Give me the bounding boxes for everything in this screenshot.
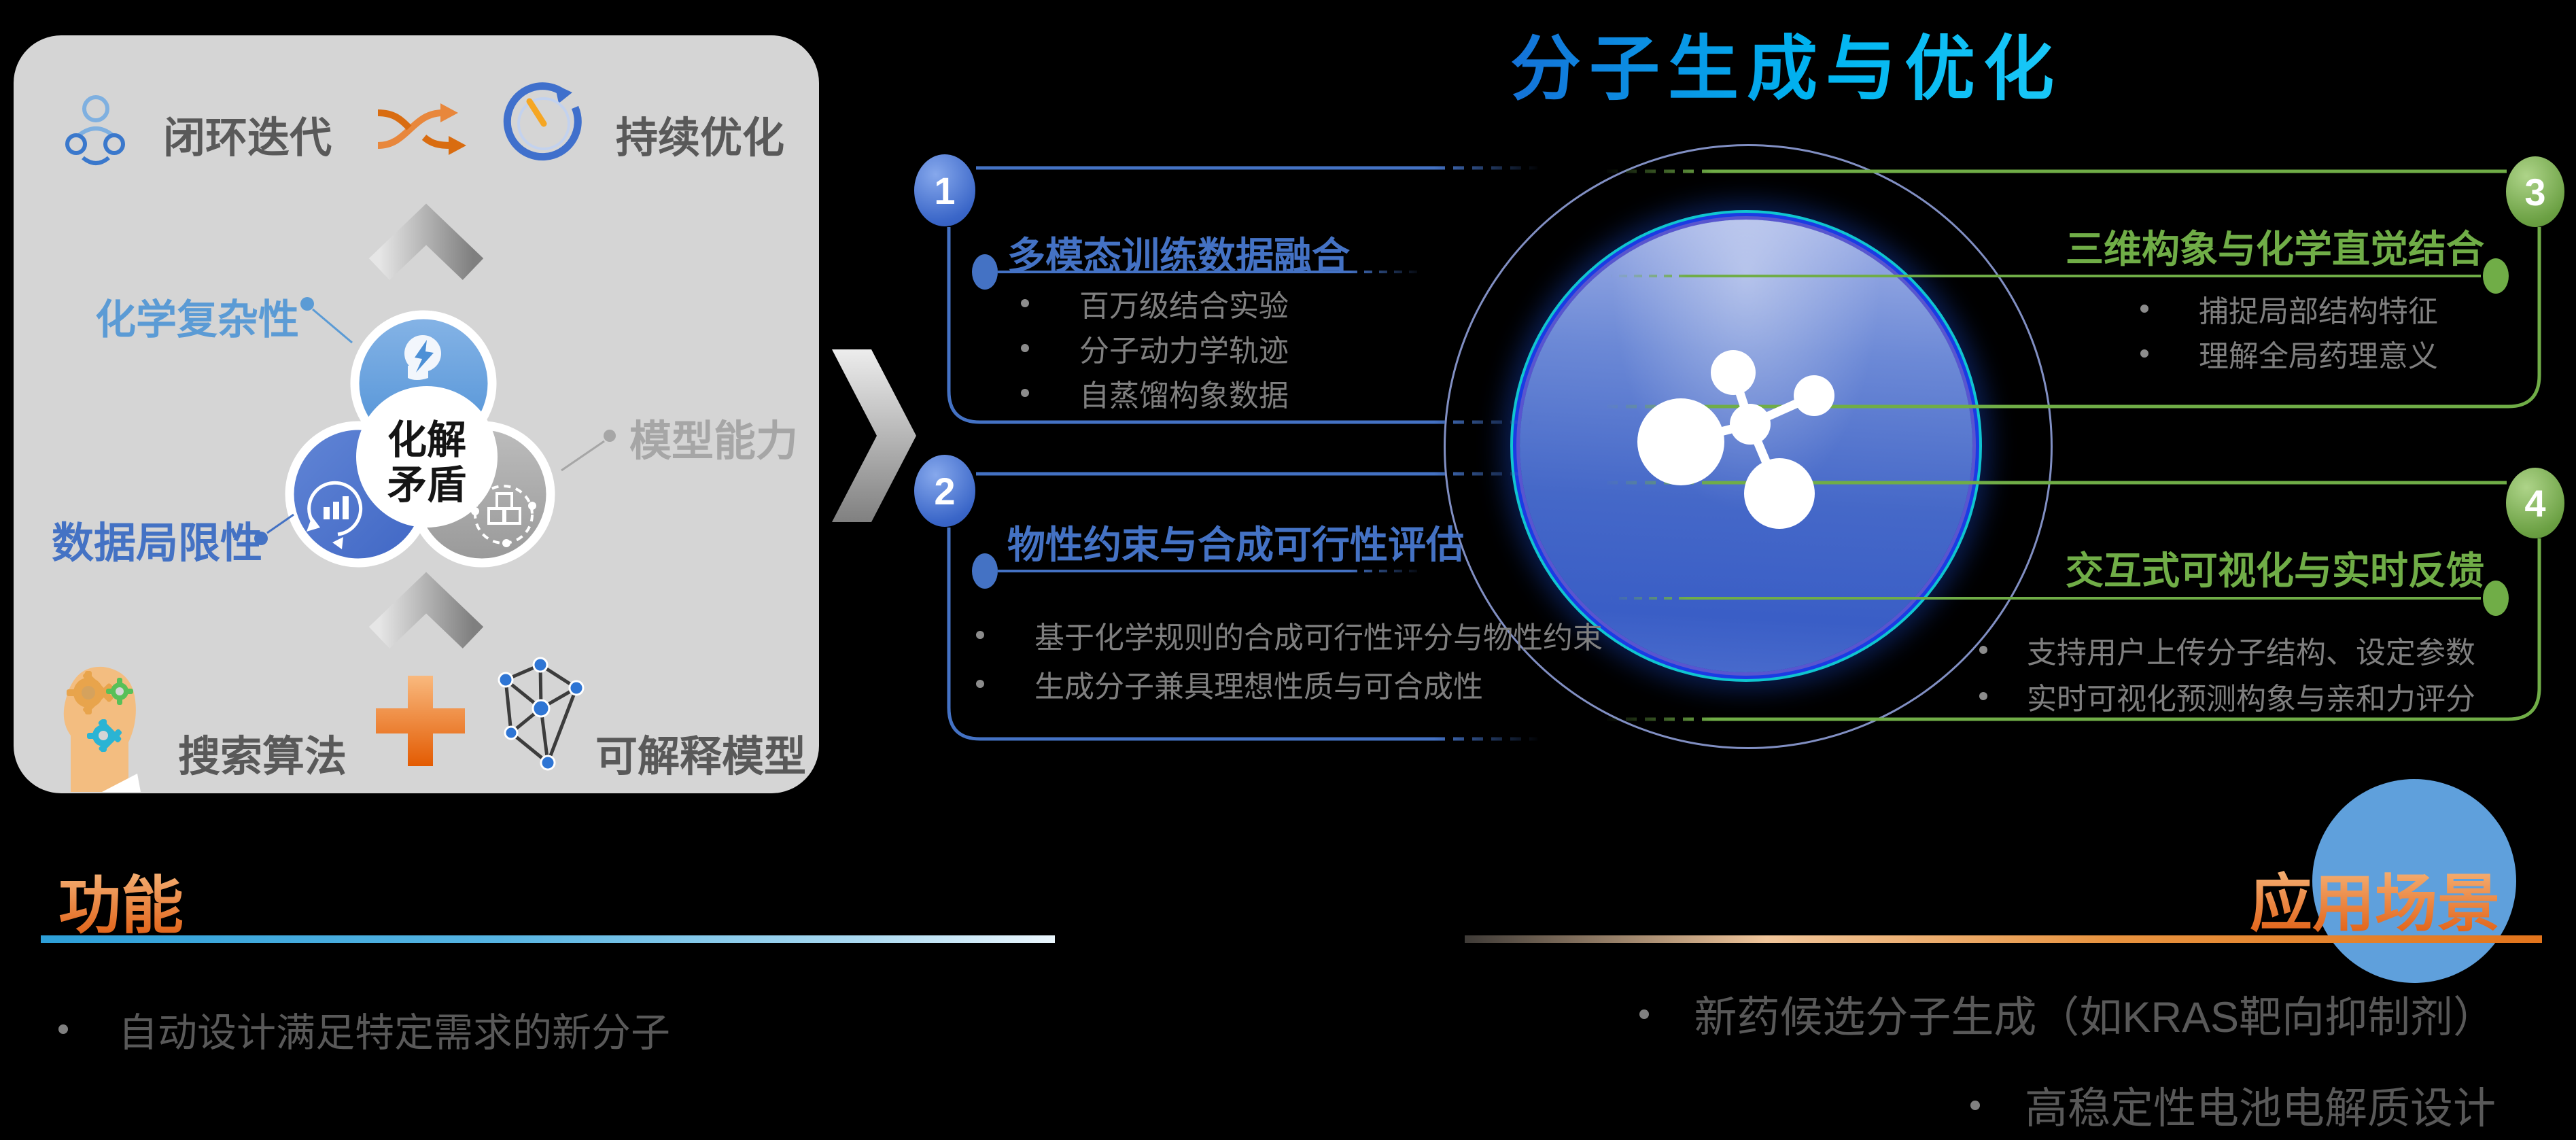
section-heading: 应用场景: [2250, 853, 2500, 944]
bottom-label-explainable: 可解释模型: [595, 733, 807, 780]
head-gears-icon: [63, 666, 141, 792]
venn-diagram: [285, 310, 555, 568]
brain-lightning-icon: [404, 335, 441, 380]
step-badge: 4: [2506, 468, 2564, 538]
bullet-dot-icon: [1021, 389, 1029, 397]
step4-connectors: [1607, 481, 2541, 721]
step-title: 物性约束与合成可行性评估: [1007, 523, 1464, 566]
data-cycle-icon: [307, 481, 363, 549]
feature-label-closed-loop: 闭环迭代: [163, 115, 332, 162]
challenge-data-label: 数据局限性: [52, 520, 263, 567]
step-title: 交互式可视化与实时反馈: [2066, 549, 2484, 592]
bullet-dot-icon: [976, 680, 984, 688]
bullet-text: 生成分子兼具理想性质与可合成性: [1034, 670, 1483, 704]
section-underline: [1465, 935, 2542, 943]
bullet-dot-icon: [2140, 305, 2148, 313]
bottom-label-search: 搜索算法: [178, 733, 347, 780]
cubes-icon: [471, 485, 536, 547]
bullet-text: 理解全局药理意义: [2199, 340, 2438, 373]
bullet-text: 捕捉局部结构特征: [2199, 295, 2438, 328]
bullet-dot-icon: [1970, 1100, 1980, 1110]
challenge-model-label: 模型能力: [629, 418, 799, 465]
challenge-chemical-label: 化学复杂性: [95, 297, 299, 343]
shuffle-icon: [377, 103, 466, 155]
chevron-up-icon: [368, 572, 484, 649]
chevron-right-icon: [832, 349, 916, 522]
page-title: 分子生成与优化: [1510, 11, 2062, 114]
bullet-dot-icon: [58, 1024, 68, 1034]
bullet-text: 新药候选分子生成（如KRAS靶向抑制剂）: [1694, 994, 2496, 1041]
section-heading: 功能: [58, 855, 184, 946]
venn-center-line2: 矛盾: [387, 463, 466, 507]
step2-connectors: [947, 472, 1537, 741]
bullet-dot-icon: [1979, 692, 1987, 700]
bullet-dot-icon: [1639, 1009, 1650, 1019]
label-connectors: [254, 297, 616, 545]
venn-center-line1: 化解: [387, 418, 466, 462]
bullet-text: 基于化学规则的合成可行性评分与物性约束: [1034, 621, 1603, 655]
step-badge: 2: [914, 455, 975, 527]
bullet-dot-icon: [2140, 349, 2148, 358]
bullet-dot-icon: [1979, 646, 1987, 654]
molecule-icon: [1637, 350, 1834, 529]
molecule-orbit-ring: [1444, 144, 2053, 749]
bullet-text: 自动设计满足特定需求的新分子: [118, 1011, 671, 1055]
timer-icon: [503, 82, 582, 161]
bullet-text: 自蒸馏构象数据: [1079, 379, 1289, 413]
step-badge: 3: [2506, 156, 2564, 227]
bullet-text: 实时可视化预测构象与亲和力评分: [2027, 683, 2475, 716]
chevron-up-icon: [368, 203, 484, 280]
people-network-icon: [65, 95, 125, 165]
graph-network-icon: [498, 657, 585, 771]
feature-label-optimize: 持续优化: [616, 115, 785, 162]
step-title: 三维构象与化学直觉结合: [2066, 228, 2484, 271]
decorative-circle: [2312, 779, 2516, 983]
bullet-dot-icon: [1021, 299, 1029, 307]
section-underline: [41, 935, 1055, 943]
plus-icon: [376, 676, 465, 766]
bullet-text: 支持用户上传分子结构、设定参数: [2027, 636, 2475, 670]
step1-connectors: [947, 166, 1537, 424]
bullet-dot-icon: [976, 631, 984, 639]
bullet-text: 高稳定性电池电解质设计: [2025, 1085, 2496, 1133]
bullet-text: 百万级结合实验: [1079, 290, 1289, 323]
step3-connectors: [1607, 169, 2541, 409]
bullet-text: 分子动力学轨迹: [1079, 334, 1289, 368]
step-title: 多模态训练数据融合: [1007, 235, 1350, 277]
bullet-dot-icon: [1021, 344, 1029, 352]
step-badge: 1: [914, 154, 975, 226]
